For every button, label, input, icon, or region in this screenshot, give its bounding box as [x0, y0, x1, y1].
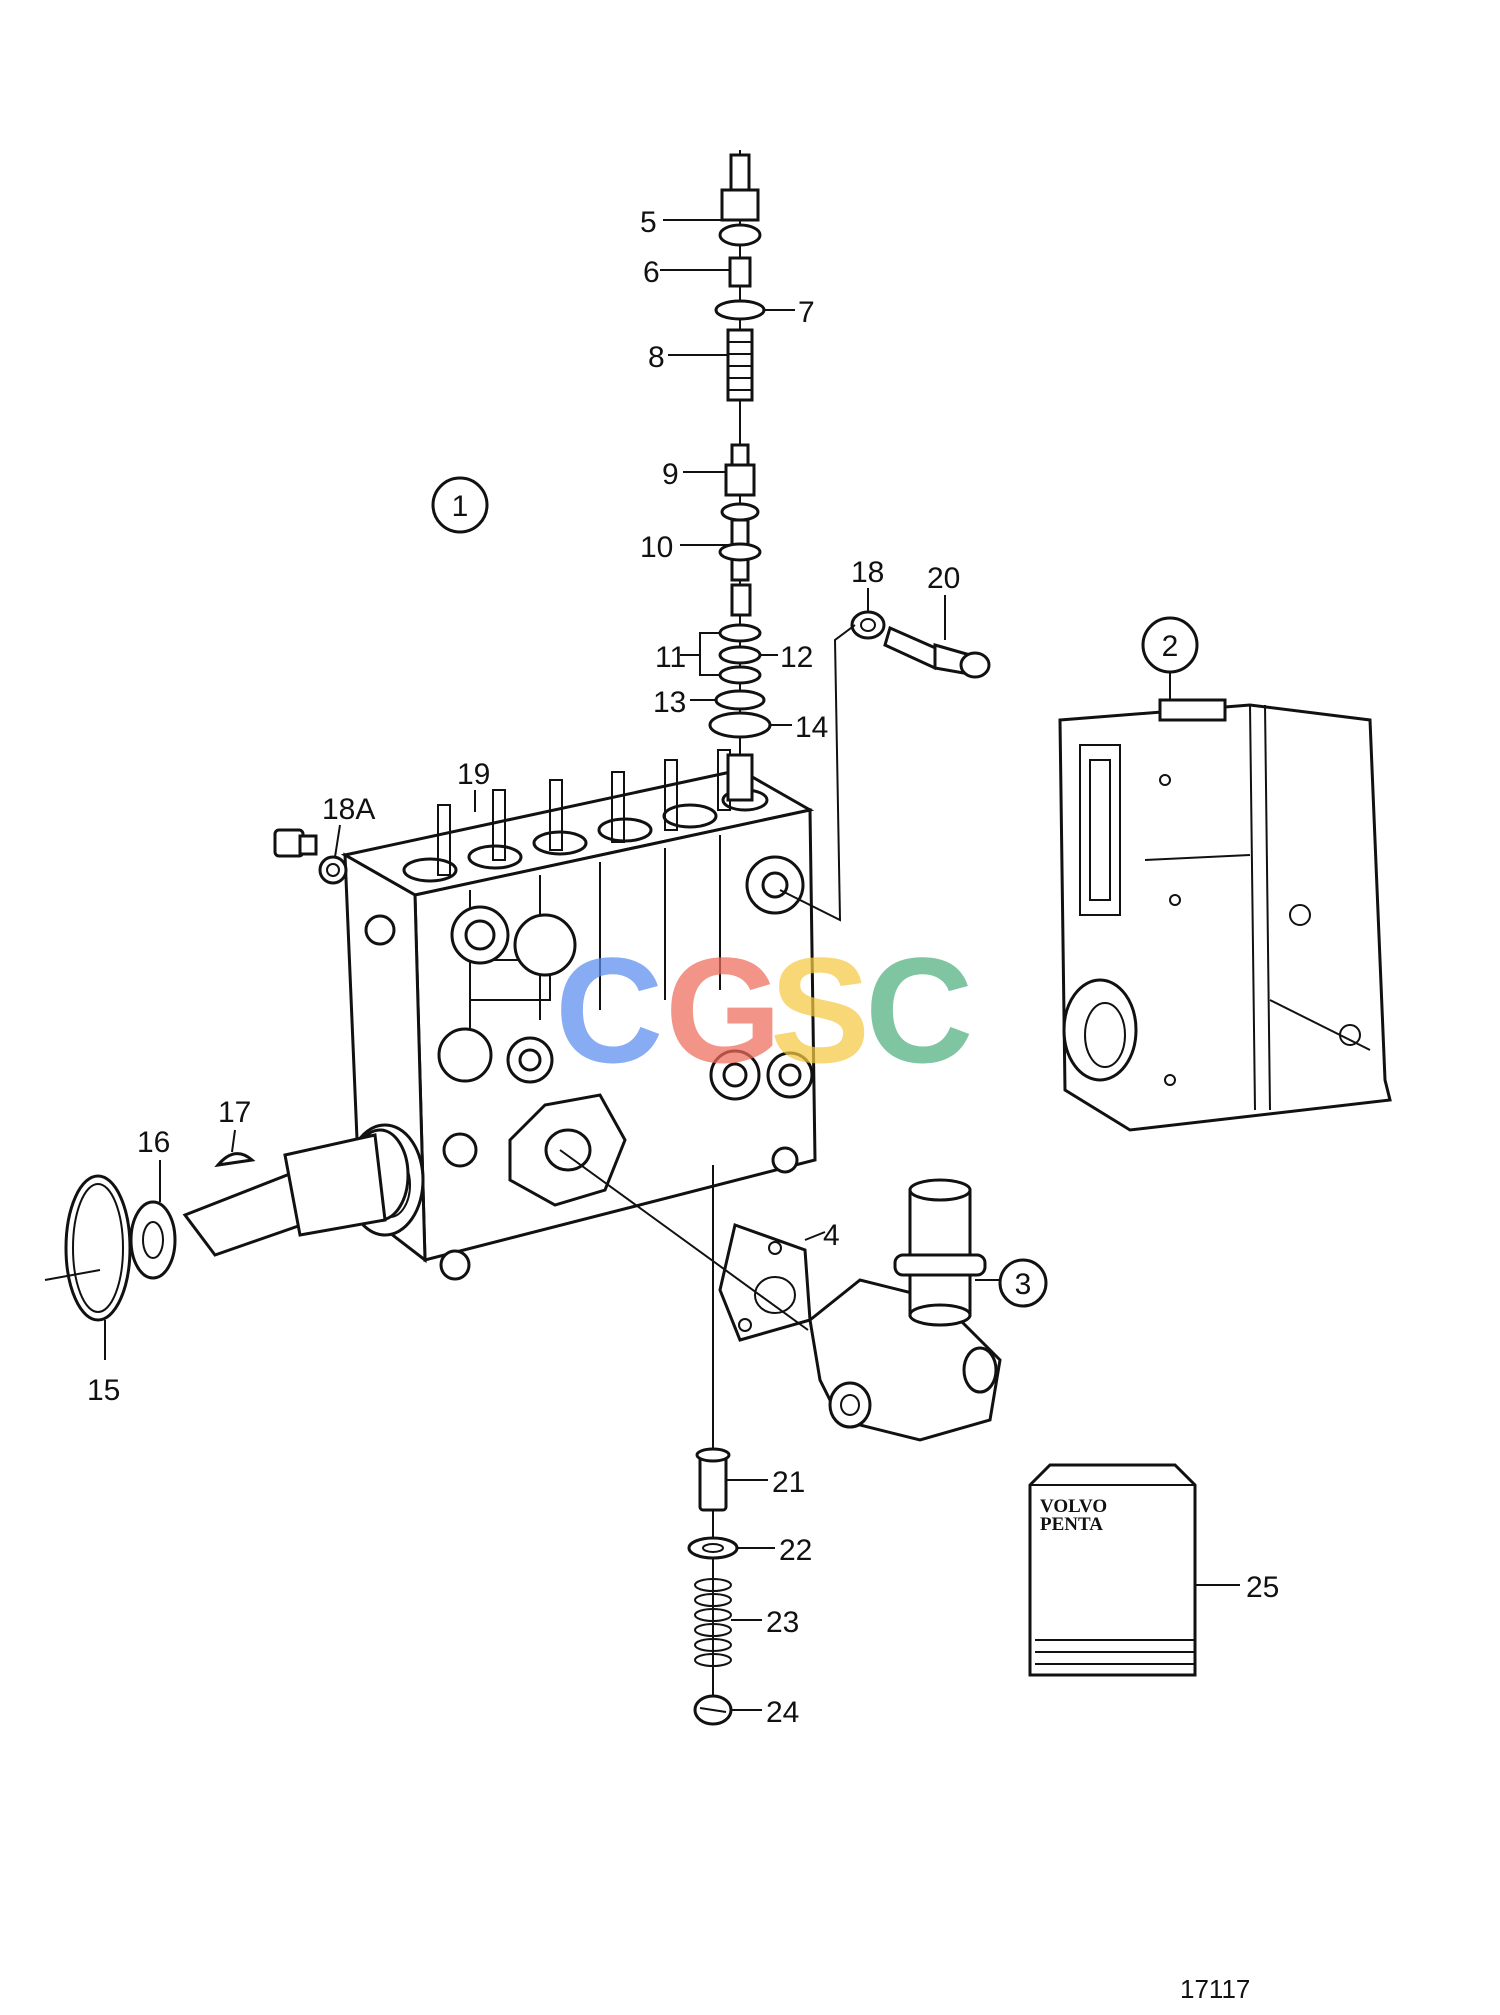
watermark-letter-g: G	[665, 926, 782, 1094]
callout-16: 16	[137, 1126, 170, 1159]
repair-kit-book: VOLVO PENTA	[1028, 1463, 1197, 1677]
callout-17: 17	[218, 1096, 251, 1129]
callout-9: 9	[662, 458, 679, 491]
callout-19: 19	[457, 758, 490, 791]
circled-1-label: 1	[452, 490, 469, 523]
circled-3: 3	[998, 1258, 1048, 1308]
callout-18: 18	[851, 556, 884, 589]
watermark-letter-c2: C	[865, 926, 973, 1094]
callout-18a: 18A	[322, 793, 375, 826]
book-title-line2: PENTA	[1040, 1514, 1103, 1535]
circled-2-label: 2	[1162, 630, 1179, 663]
callout-13: 13	[653, 686, 686, 719]
cgsc-watermark: C G S C	[555, 926, 973, 1094]
callout-7: 7	[798, 296, 815, 329]
leader-lines	[44, 219, 1240, 1711]
callout-8: 8	[648, 341, 665, 374]
circled-1: 1	[431, 476, 489, 534]
callout-14: 14	[795, 711, 828, 744]
callout-6: 6	[643, 256, 660, 289]
callout-23: 23	[766, 1606, 799, 1639]
callout-24: 24	[766, 1696, 799, 1729]
callout-15: 15	[87, 1374, 120, 1407]
callout-12: 12	[780, 641, 813, 674]
governor-housing	[1058, 698, 1392, 1132]
callout-4: 4	[823, 1219, 840, 1252]
callout-22: 22	[779, 1534, 812, 1567]
callout-10: 10	[640, 531, 673, 564]
seal-and-oring	[64, 1174, 177, 1322]
plug-18a	[273, 828, 348, 885]
callout-25: 25	[1246, 1571, 1279, 1604]
drawing-number: 17117	[1180, 1974, 1250, 2004]
bleed-screw	[779, 610, 991, 922]
circled-3-label: 3	[1015, 1268, 1032, 1301]
callout-5: 5	[640, 206, 657, 239]
book-title-line1: VOLVO	[1040, 1496, 1107, 1517]
callout-labels: 5 6 7 8 9 10 11 12 13 14 18 20 19 18A 16…	[87, 206, 1279, 1729]
delivery-valve-stack	[708, 150, 772, 802]
drive-shaft	[182, 1128, 410, 1257]
callout-11: 11	[655, 641, 686, 674]
callout-20: 20	[927, 562, 960, 595]
callout-21: 21	[772, 1466, 805, 1499]
watermark-letter-c1: C	[555, 926, 663, 1094]
circled-2: 2	[1141, 616, 1199, 674]
watermark-letter-s: S	[770, 926, 870, 1094]
feed-pump	[559, 1149, 1002, 1442]
